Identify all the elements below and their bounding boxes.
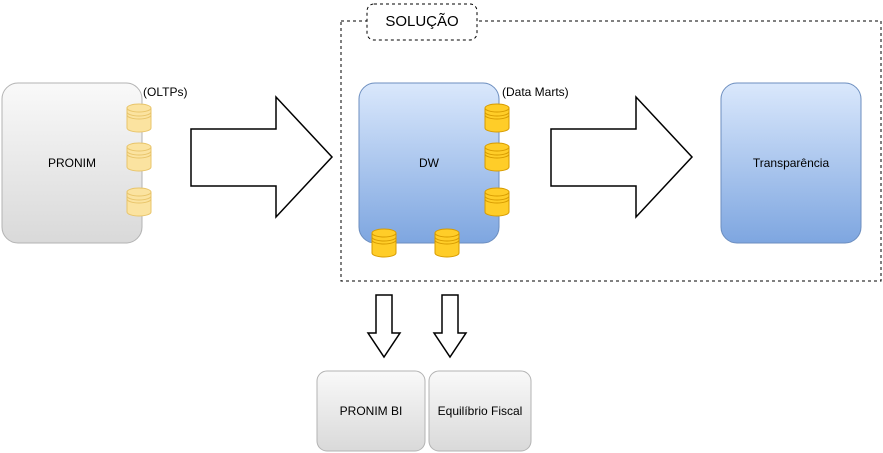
pronim-bi-node[interactable]: PRONIM BI — [316, 370, 426, 452]
dw-node[interactable]: DW — [358, 82, 500, 244]
flow-arrow-dw-to-transparencia-icon — [550, 95, 694, 219]
equilibrio-fiscal-label: Equilíbrio Fiscal — [438, 404, 523, 418]
solution-group-tab — [366, 3, 478, 41]
solution-group-label: SOLUÇÃO — [385, 13, 458, 30]
flow-arrow-to-equilibrio-fiscal-icon — [432, 294, 468, 359]
equilibrio-fiscal-node[interactable]: Equilíbrio Fiscal — [428, 370, 532, 452]
flow-arrow-pronim-to-dw-icon — [190, 95, 334, 219]
dw-label: DW — [419, 156, 440, 170]
data-mart-database-icon — [484, 142, 510, 172]
solution-group: SOLUÇÃO — [340, 3, 882, 282]
data-mart-database-icon — [371, 228, 397, 258]
data-marts-caption: (Data Marts) — [502, 85, 569, 99]
data-mart-database-icon — [484, 187, 510, 217]
oltp-database-icon — [126, 142, 152, 172]
pronim-bi-label: PRONIM BI — [340, 404, 403, 418]
data-mart-database-icon — [484, 103, 510, 133]
flow-arrow-to-pronim-bi-icon — [366, 294, 402, 359]
oltp-database-icon — [126, 103, 152, 133]
transparencia-label: Transparência — [753, 156, 830, 170]
oltp-database-icon — [126, 187, 152, 217]
solution-group-frame — [340, 20, 882, 282]
transparencia-node[interactable]: Transparência — [720, 82, 862, 244]
pronim-label: PRONIM — [48, 156, 96, 170]
oltps-caption: (OLTPs) — [143, 85, 187, 99]
data-mart-database-icon — [434, 228, 460, 258]
pronim-node[interactable]: PRONIM — [1, 82, 143, 244]
